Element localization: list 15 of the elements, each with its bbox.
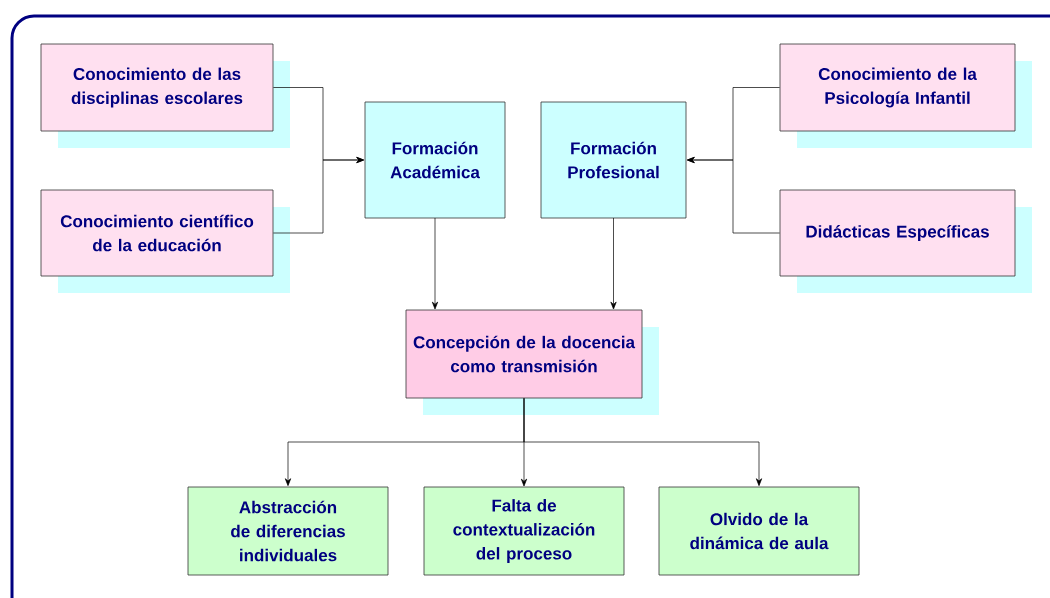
concept-box: Abstracción de diferencias individuales <box>187 486 389 576</box>
concept-box: Didácticas Específicas <box>779 189 1032 293</box>
concept-box: Formación Profesional <box>540 101 687 219</box>
arrow <box>687 156 780 234</box>
concept-box: Conocimiento de las disciplinas escolares <box>40 43 290 148</box>
concept-box: Conocimiento científico de la educación <box>40 189 290 293</box>
arrow <box>523 398 763 486</box>
arrow <box>431 217 439 310</box>
concept-box: Olvido de la dinámica de aula <box>658 486 860 576</box>
concept-box: Falta de contextualización del proceso <box>423 486 625 576</box>
arrow <box>273 156 364 234</box>
concept-box: Conocimiento de la Psicología Infantil <box>779 43 1032 148</box>
arrow <box>610 217 617 310</box>
concept-box: Concepción de la docencia como transmisión <box>405 309 659 415</box>
concept-box: Formación Académica <box>364 101 506 219</box>
